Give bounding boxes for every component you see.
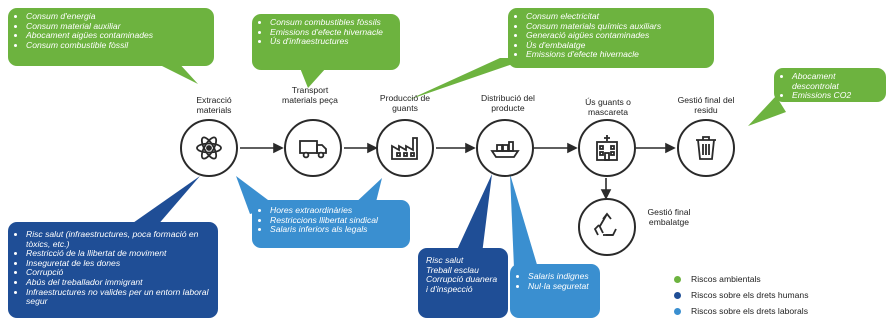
callout-waste-env: Abocament descontrolat Emissions CO2 — [774, 68, 886, 102]
stage-label-extraction: Extracció materials — [196, 95, 232, 115]
legend: Riscos ambientals Riscos sobre els drets… — [664, 264, 888, 320]
stage-node-extraction — [180, 119, 238, 177]
stage-node-use — [578, 119, 636, 177]
stage-label-distribution: Distribució del producte — [481, 93, 535, 113]
recycle-icon — [593, 212, 617, 236]
trash-bin-icon — [696, 136, 716, 160]
stage-node-waste — [677, 119, 735, 177]
callout-distribution-env: Consum electricitat Consum materials quí… — [508, 8, 714, 68]
stage-label-use: Ús guants o mascareta — [585, 97, 631, 117]
factory-icon — [391, 137, 418, 160]
callout-distribution-labor-rights: Salaris indignes Nul·la seguretat — [510, 264, 600, 318]
callout-extraction-env: Consum d'energia Consum material auxilia… — [8, 8, 214, 66]
tail-distribution-env — [408, 58, 530, 100]
callout-transport-env: Consum combustibles fòssils Emissions d'… — [252, 14, 400, 70]
stage-node-production — [376, 119, 434, 177]
tail-distribution-hr — [456, 174, 492, 254]
callout-production-labor-rights: Hores extraordinàries Restriccions llibe… — [252, 200, 410, 248]
stage-label-transport: Transport materials peça — [282, 85, 338, 105]
tail-distribution-labor — [510, 174, 538, 268]
tail-transport-env — [300, 68, 326, 88]
tail-extraction-hr — [120, 176, 200, 234]
legend-item-labor-rights: Riscos sobre els drets laborals — [674, 306, 808, 316]
legend-item-human-rights: Riscos sobre els drets humans — [674, 290, 809, 300]
callout-distribution-human-rights: Risc salut Treball esclau Corrupció duan… — [418, 248, 508, 318]
callout-extraction-human-rights: Risc salut (infraestructures, poca forma… — [8, 222, 218, 318]
hospital-icon — [596, 135, 618, 161]
legend-dot-labor-rights — [674, 307, 681, 315]
tail-waste-env — [748, 96, 786, 126]
stage-label-waste: Gestió final del residu — [677, 95, 735, 115]
legend-dot-environmental — [674, 275, 681, 283]
tail-extraction-env — [150, 60, 198, 84]
legend-item-environmental: Riscos ambientals — [674, 274, 761, 284]
atom-icon — [196, 136, 222, 160]
stage-node-packaging — [578, 198, 636, 256]
ship-icon — [490, 141, 520, 158]
stage-label-packaging: Gestió final embalatge — [647, 207, 691, 227]
stage-label-production: Producció de guants — [379, 93, 431, 113]
legend-dot-human-rights — [674, 291, 681, 299]
stage-node-transport — [284, 119, 342, 177]
truck-icon — [299, 140, 327, 159]
stage-node-distribution — [476, 119, 534, 177]
